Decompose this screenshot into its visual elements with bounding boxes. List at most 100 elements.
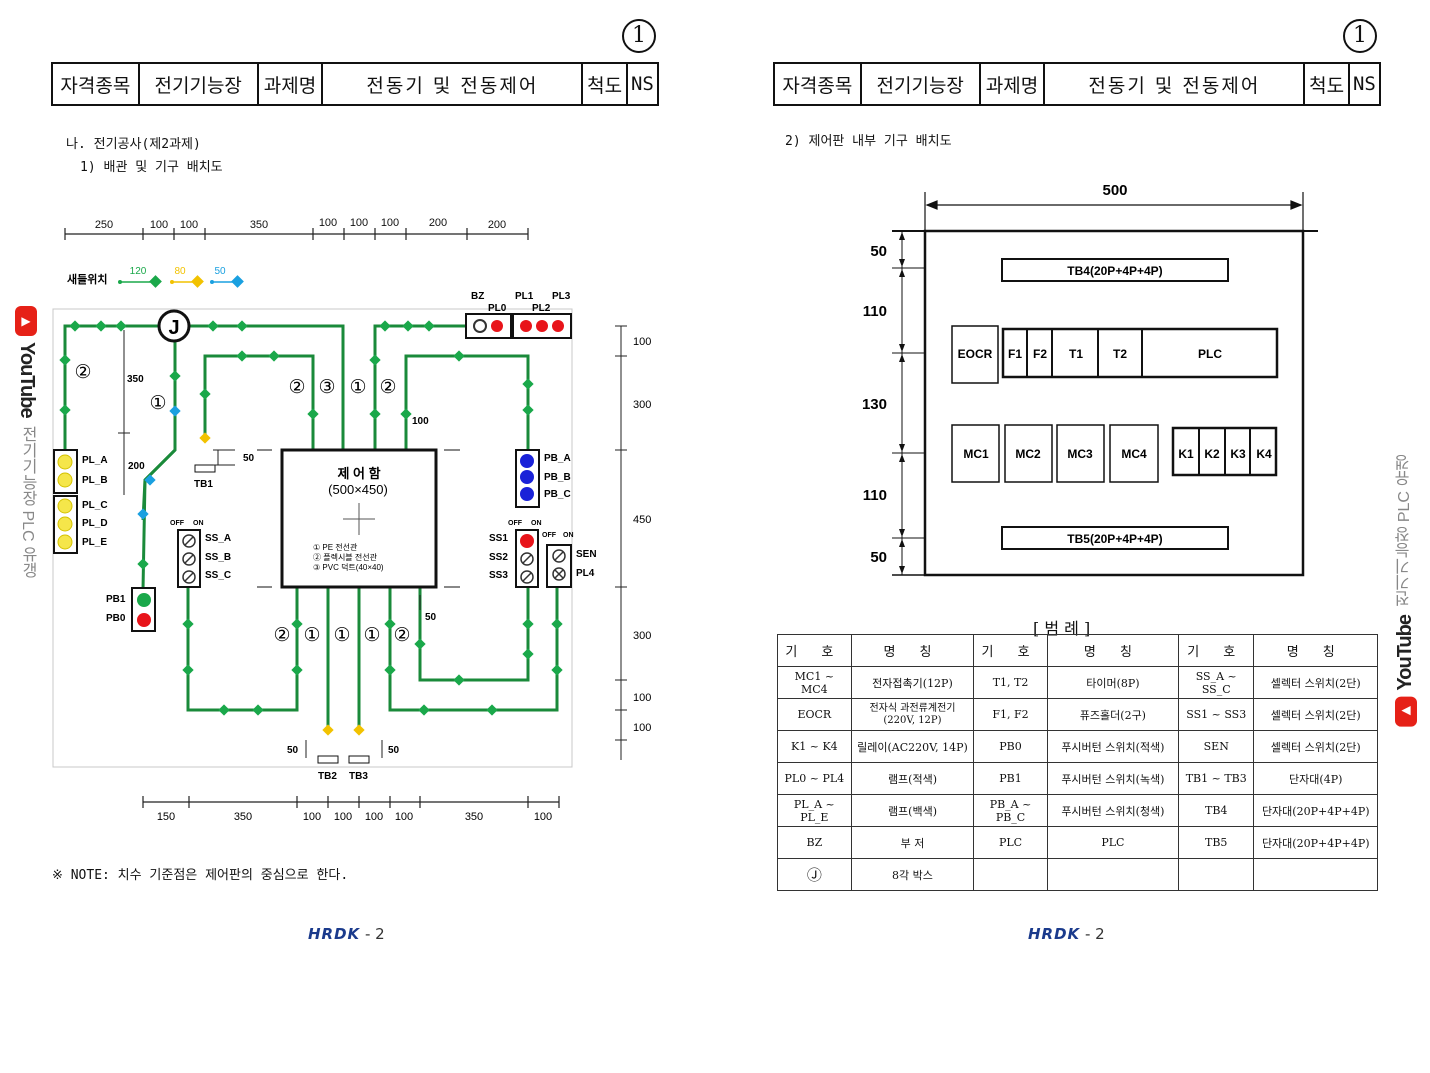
- label-pb-a: PB_A: [544, 453, 571, 464]
- youtube-brand: YouTube: [16, 342, 38, 418]
- label-pb-b: PB_B: [544, 472, 571, 483]
- legend-cell: SEN: [1177, 730, 1255, 763]
- label-on: ON: [563, 532, 574, 539]
- inner-dim: 200: [128, 461, 145, 472]
- label-pl-a: PL_A: [82, 455, 108, 466]
- table-row: MC1 ~ MC4 전자접촉기(12P) T1, T2 타이머(8P) SS_A…: [777, 666, 1378, 699]
- conduit-marker: ②: [393, 625, 410, 646]
- legend-cell: MC1 ~ MC4: [777, 666, 852, 699]
- legend-cell: PB0: [973, 730, 1048, 763]
- row1-label: F2: [1033, 347, 1047, 361]
- header-cell: 척도: [581, 62, 628, 106]
- conduit-marker: ②: [288, 377, 305, 398]
- legend-cell: 퓨즈홀더(2구): [1046, 698, 1180, 731]
- bottom-dim: 350: [465, 811, 483, 823]
- top-dim: 350: [250, 219, 268, 231]
- legend-cell: T1, T2: [973, 666, 1048, 699]
- relay-label: K1: [1178, 447, 1194, 461]
- relay-label: K3: [1230, 447, 1246, 461]
- legend-cell: PL0 ~ PL4: [777, 762, 852, 795]
- label-pl4: PL4: [576, 568, 595, 579]
- control-box-note: ② 플렉시블 전선관: [313, 552, 378, 562]
- legend-cell: SS1 ~ SS3: [1177, 698, 1255, 731]
- row2-label: MC1: [963, 447, 989, 461]
- saddle-legend: 120 80 50: [118, 266, 244, 288]
- bottom-dim: 100: [395, 811, 413, 823]
- header-cell: 전동기 및 전동제어: [1043, 62, 1306, 106]
- inner-dim: 50: [425, 612, 437, 623]
- table-row: K1 ~ K4 릴레이(AC220V, 14P) PB0 푸시버턴 스위치(적색…: [777, 730, 1378, 763]
- legend-cell: 단자대(20P+4P+4P): [1253, 826, 1378, 859]
- right-dim: 300: [633, 630, 651, 642]
- right-dim: 100: [633, 722, 651, 734]
- legend-cell: BZ: [777, 826, 852, 859]
- saddle-label: 새들위치: [67, 272, 107, 286]
- label-tb1: TB1: [194, 479, 213, 490]
- legend-cell: SS_A ~ SS_C: [1177, 666, 1255, 699]
- footer-page: - 2: [1084, 925, 1105, 943]
- header-cell: 전동기 및 전동제어: [321, 62, 584, 106]
- label-pb0: PB0: [106, 613, 126, 624]
- conduit-marker: ②: [379, 377, 396, 398]
- conduit-marker: ①: [303, 625, 320, 646]
- top-dim: 100: [150, 219, 168, 231]
- label-ss-c: SS_C: [205, 570, 231, 581]
- legend-table: 기 호 명 칭 기 호 명 칭 기 호 명 칭 MC1 ~ MC4 전자접촉기(…: [777, 634, 1378, 891]
- tb4-label: TB4(20P+4P+4P): [1067, 264, 1162, 278]
- conduit-marker: ①: [363, 625, 380, 646]
- note: ※ NOTE: 치수 기준점은 제어판의 중심으로 한다.: [52, 868, 349, 883]
- legend-cell: PL_A ~ PL_E: [777, 794, 852, 827]
- legend-cell: 셀렉터 스위치(2단): [1253, 730, 1378, 763]
- right-dim: 100: [633, 336, 651, 348]
- saddle-value: 80: [174, 266, 186, 277]
- header-cell: 자격종목: [51, 62, 140, 106]
- legend-cell: 전자접촉기(12P): [850, 666, 975, 699]
- top-dim: 250: [95, 219, 113, 231]
- legend-header: 명 칭: [1046, 634, 1180, 667]
- legend-cell: 셀렉터 스위치(2단): [1253, 698, 1378, 731]
- label-off: OFF: [170, 520, 185, 527]
- legend-cell: PB1: [973, 762, 1048, 795]
- legend-title: [ 범 례 ]: [1033, 619, 1091, 638]
- height-dim: 110: [863, 303, 887, 320]
- row1-label: T1: [1069, 347, 1083, 361]
- footer-left: HRDK - 2: [308, 925, 385, 943]
- legend-cell: 푸시버턴 스위치(청색): [1046, 794, 1180, 827]
- header-table-right: 자격종목 전기기능장 과제명 전동기 및 전동제어 척도 NS: [773, 62, 1382, 106]
- legend-cell: Ⓙ: [777, 858, 852, 891]
- header-table-left: 자격종목 전기기능장 과제명 전동기 및 전동제어 척도 NS: [51, 62, 660, 106]
- legend-cell: 푸시버턴 스위치(적색): [1046, 730, 1180, 763]
- legend-cell: TB1 ~ TB3: [1177, 762, 1255, 795]
- label-pb1: PB1: [106, 594, 126, 605]
- bottom-dim: 100: [303, 811, 321, 823]
- height-dim: 130: [862, 396, 887, 413]
- label-pl-d: PL_D: [82, 518, 108, 529]
- header-cell: 자격종목: [773, 62, 862, 106]
- label-sen: SEN: [576, 549, 597, 560]
- height-dim: 50: [870, 243, 887, 260]
- saddle-value: 120: [130, 266, 147, 277]
- row2-label: MC4: [1121, 447, 1147, 461]
- section-title: 나. 전기공사(제2과제): [66, 137, 201, 152]
- legend-cell: 단자대(20P+4P+4P): [1253, 794, 1378, 827]
- conduit-marker: ②: [273, 625, 290, 646]
- control-box-note: ③ PVC 덕트(40×40): [313, 562, 384, 572]
- top-dim: 100: [350, 217, 368, 229]
- legend-cell: [973, 858, 1048, 891]
- green-saddles: [59, 320, 563, 716]
- header-cell: 척도: [1303, 62, 1350, 106]
- legend-cell: 램프(적색): [850, 762, 975, 795]
- row1-label: EOCR: [958, 347, 993, 361]
- control-box-title: 제 어 함: [337, 466, 380, 481]
- legend-cell: 푸시버턴 스위치(녹색): [1046, 762, 1180, 795]
- inner-dim: 350: [127, 374, 144, 385]
- relay-label: K2: [1204, 447, 1220, 461]
- width-dim: 500: [1102, 182, 1127, 199]
- subsection-title-right: 2) 제어판 내부 기구 배치도: [785, 134, 952, 149]
- legend-cell: 타이머(8P): [1046, 666, 1180, 699]
- legend-cell: [1046, 858, 1180, 891]
- junction-label: J: [168, 317, 179, 339]
- tb5-label: TB5(20P+4P+4P): [1067, 532, 1162, 546]
- legend-cell: TB5: [1177, 826, 1255, 859]
- label-pl3: PL3: [552, 291, 571, 302]
